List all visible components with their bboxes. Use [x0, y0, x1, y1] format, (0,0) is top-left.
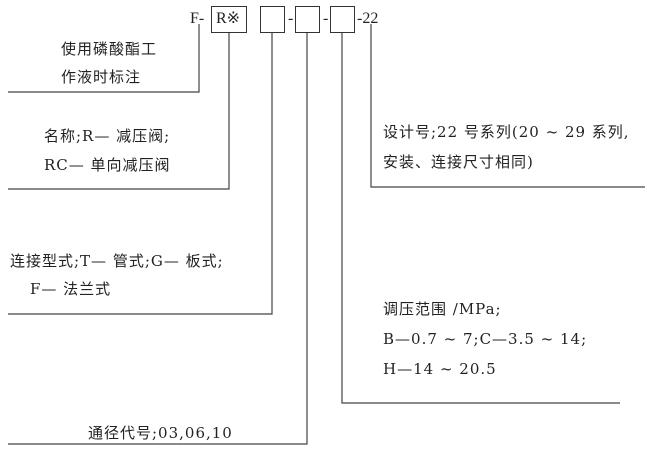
- note-pressure-1: 调压范围 /MPa;: [383, 300, 502, 318]
- note-design-1: 设计号;22 号系列(20 ~ 29 系列,: [383, 123, 630, 141]
- note-pressure-2: B—0.7 ~ 7;C—3.5 ~ 14;: [383, 330, 588, 348]
- connection-box: [260, 6, 285, 33]
- leader-name: [8, 33, 230, 190]
- name-box: R※: [211, 6, 247, 33]
- code-prefix: F-: [190, 10, 205, 27]
- note-bore: 通径代号;03,06,10: [88, 424, 233, 442]
- note-pressure-3: H—14 ~ 20.5: [383, 360, 497, 378]
- pressure-box: [330, 6, 355, 33]
- note-name-1: 名称;R— 减压阀;: [44, 127, 171, 145]
- bore-box: [295, 6, 320, 33]
- note-name-2: RC— 单向减压阀: [44, 156, 171, 174]
- note-phosphate-2: 作液时标注: [61, 68, 142, 86]
- note-phosphate-1: 使用磷酸酯工: [61, 40, 158, 58]
- separator: -: [288, 10, 294, 27]
- note-connection-1: 连接型式;T— 管式;G— 板式;: [10, 252, 224, 270]
- leader-bore: [8, 33, 308, 445]
- leader-prefix: [8, 24, 200, 93]
- leader-connection: [8, 33, 273, 315]
- code-suffix: -22: [357, 10, 379, 27]
- note-connection-2: F— 法兰式: [30, 280, 112, 298]
- leader-design: [370, 24, 645, 188]
- leader-pressure: [341, 33, 620, 404]
- note-design-2: 安装、连接尺寸相同): [383, 153, 534, 171]
- name-box-text: R※: [216, 10, 241, 27]
- separator: -: [323, 10, 329, 27]
